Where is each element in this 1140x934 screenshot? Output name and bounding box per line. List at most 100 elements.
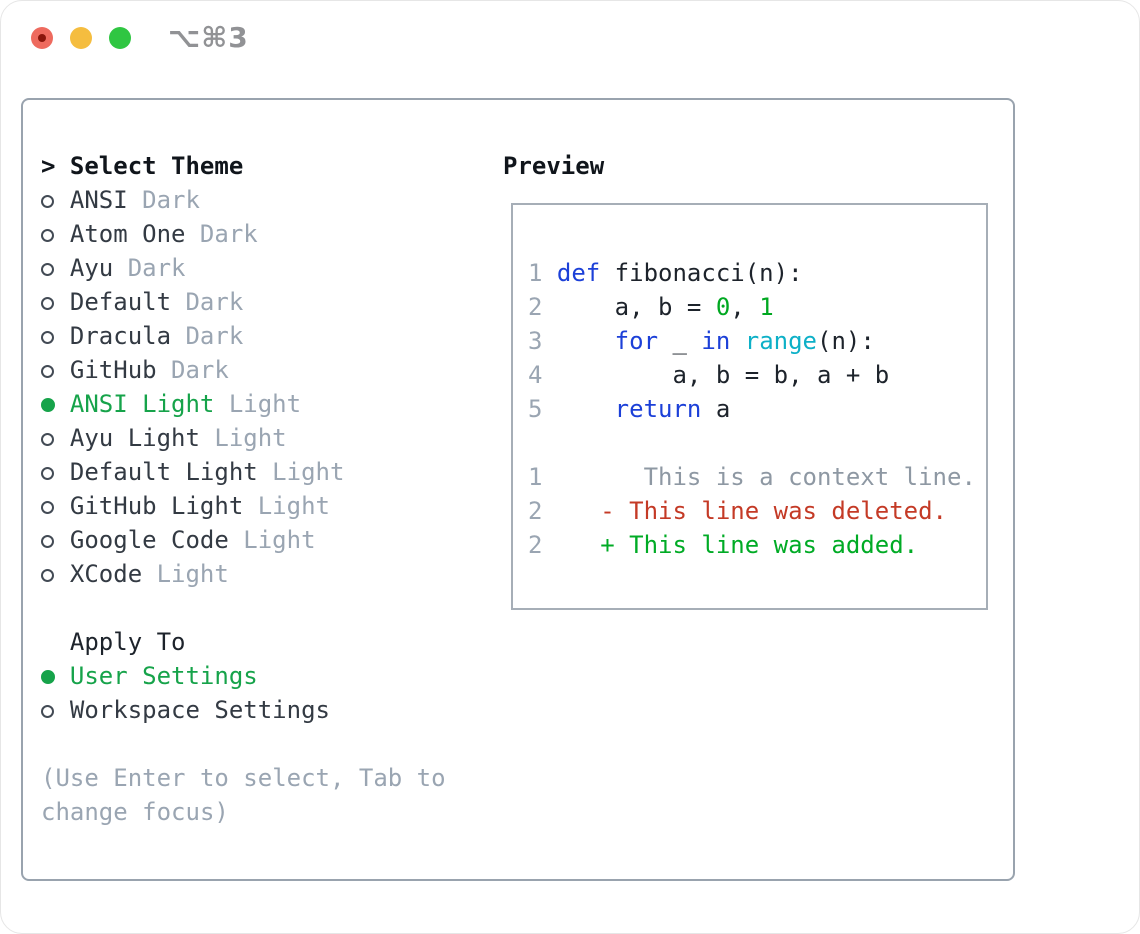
radio-icon [41,183,70,217]
theme-option-github-light[interactable]: GitHub Light Light [41,489,493,523]
line-number: 3 [528,327,543,355]
line-number: 4 [528,361,543,389]
theme-option-ayu[interactable]: Ayu Dark [41,251,493,285]
radio-selected-icon [41,387,70,421]
theme-option-atom-one-variant-tag: Dark [199,220,258,248]
theme-option-dracula[interactable]: Dracula Dark [41,319,493,353]
radio-icon [41,353,70,387]
maximize-button[interactable] [109,27,131,49]
code-segment-text: (n): [817,327,875,355]
code-segment-text: , [730,293,760,321]
radio-icon [41,421,70,455]
theme-option-github-label: GitHub [69,356,157,384]
apply-option-user-settings[interactable]: User Settings [41,659,493,693]
radio-icon [41,489,70,523]
code-segment-keyword: return [614,395,702,423]
theme-option-atom-one[interactable]: Atom One Dark [41,217,493,251]
code-line: 1 def fibonacci(n): [528,256,986,290]
code-segment-number: 1 [759,293,774,321]
traffic-lights [31,27,131,49]
theme-option-ayu-light-label: Ayu Light [69,424,200,452]
radio-icon [41,285,70,319]
code-segment-keyword: in [701,327,731,355]
theme-option-ayu-light-variant-tag: Light [214,424,287,452]
theme-option-default-light-label: Default Light [69,458,258,486]
code-line: 3 for _ in range(n): [528,324,986,358]
code-segment-text: a, b = b, a + b [556,361,890,389]
apply-option-user-settings-label: User Settings [69,662,258,690]
spacer [41,727,493,761]
theme-option-ayu-label: Ayu [69,254,114,282]
theme-option-google-code[interactable]: Google Code Light [41,523,493,557]
preview-heading: Preview [503,152,605,180]
code-segment-keyword: for [614,327,659,355]
radio-icon [41,557,70,591]
theme-option-ansi-light-variant-tag: Light [228,390,302,418]
code-line: 4 a, b = b, a + b [528,358,986,392]
apply-option-workspace-settings-label: Workspace Settings [69,696,330,724]
theme-option-dracula-variant-tag: Dark [185,322,244,350]
theme-option-default-label: Default [69,288,172,316]
code-segment-text: _ [658,327,702,355]
theme-option-default-variant-tag: Dark [185,288,244,316]
line-number: 1 [528,259,543,287]
radio-icon [41,693,70,727]
theme-option-ayu-variant-tag: Dark [127,254,186,282]
radio-selected-icon [41,659,70,693]
radio-icon [41,523,70,557]
close-dot-icon [38,34,46,42]
code-segment-text: a [701,395,731,423]
code-segment-added: + This line was added. [556,531,919,559]
code-segment-builtin: range [744,327,817,355]
code-segment-keyword: def [556,259,601,287]
code-segment-text [557,395,615,423]
spacer [41,591,493,625]
theme-option-default-light-variant-tag: Light [272,458,345,486]
apply-option-workspace-settings[interactable]: Workspace Settings [41,693,493,727]
theme-option-default[interactable]: Default Dark [41,285,493,319]
theme-option-atom-one-label: Atom One [69,220,186,248]
theme-option-ansi-label: ANSI [69,186,128,214]
code-segment-text: a, b = [556,293,716,321]
code-segment-number: 0 [715,293,731,321]
line-number: 5 [528,395,543,423]
radio-icon [41,251,70,285]
diff-line: 2 - This line was deleted. [528,494,986,528]
diff-preview: 1 This is a context line.2 - This line w… [528,460,986,562]
code-segment-deleted: - This line was deleted. [556,497,948,525]
radio-icon [41,319,70,353]
theme-option-google-code-variant-tag: Light [243,526,316,554]
minimize-button[interactable] [70,27,92,49]
diff-line: 1 This is a context line. [528,460,986,494]
radio-icon [41,455,70,489]
close-button[interactable] [31,27,53,49]
line-number: 2 [528,293,543,321]
theme-option-default-light[interactable]: Default Light Light [41,455,493,489]
theme-option-google-code-label: Google Code [69,526,229,554]
blank-line [528,426,986,460]
code-segment-text: fibonacci(n): [600,259,803,287]
help-text: (Use Enter to select, Tab to change focu… [41,764,446,826]
theme-option-xcode-variant-tag: Light [156,560,229,588]
select-theme-heading: >Select Theme [41,149,493,183]
line-number: 1 [528,463,543,491]
theme-option-dracula-label: Dracula [69,322,172,350]
theme-option-github-light-label: GitHub Light [69,492,244,520]
line-number: 2 [528,497,543,525]
theme-option-github-light-variant-tag: Light [257,492,330,520]
theme-option-ayu-light[interactable]: Ayu Light Light [41,421,493,455]
code-line: 2 a, b = 0, 1 [528,290,986,324]
titlebar: ⌥⌘3 [1,1,1139,75]
radio-icon [41,217,70,251]
